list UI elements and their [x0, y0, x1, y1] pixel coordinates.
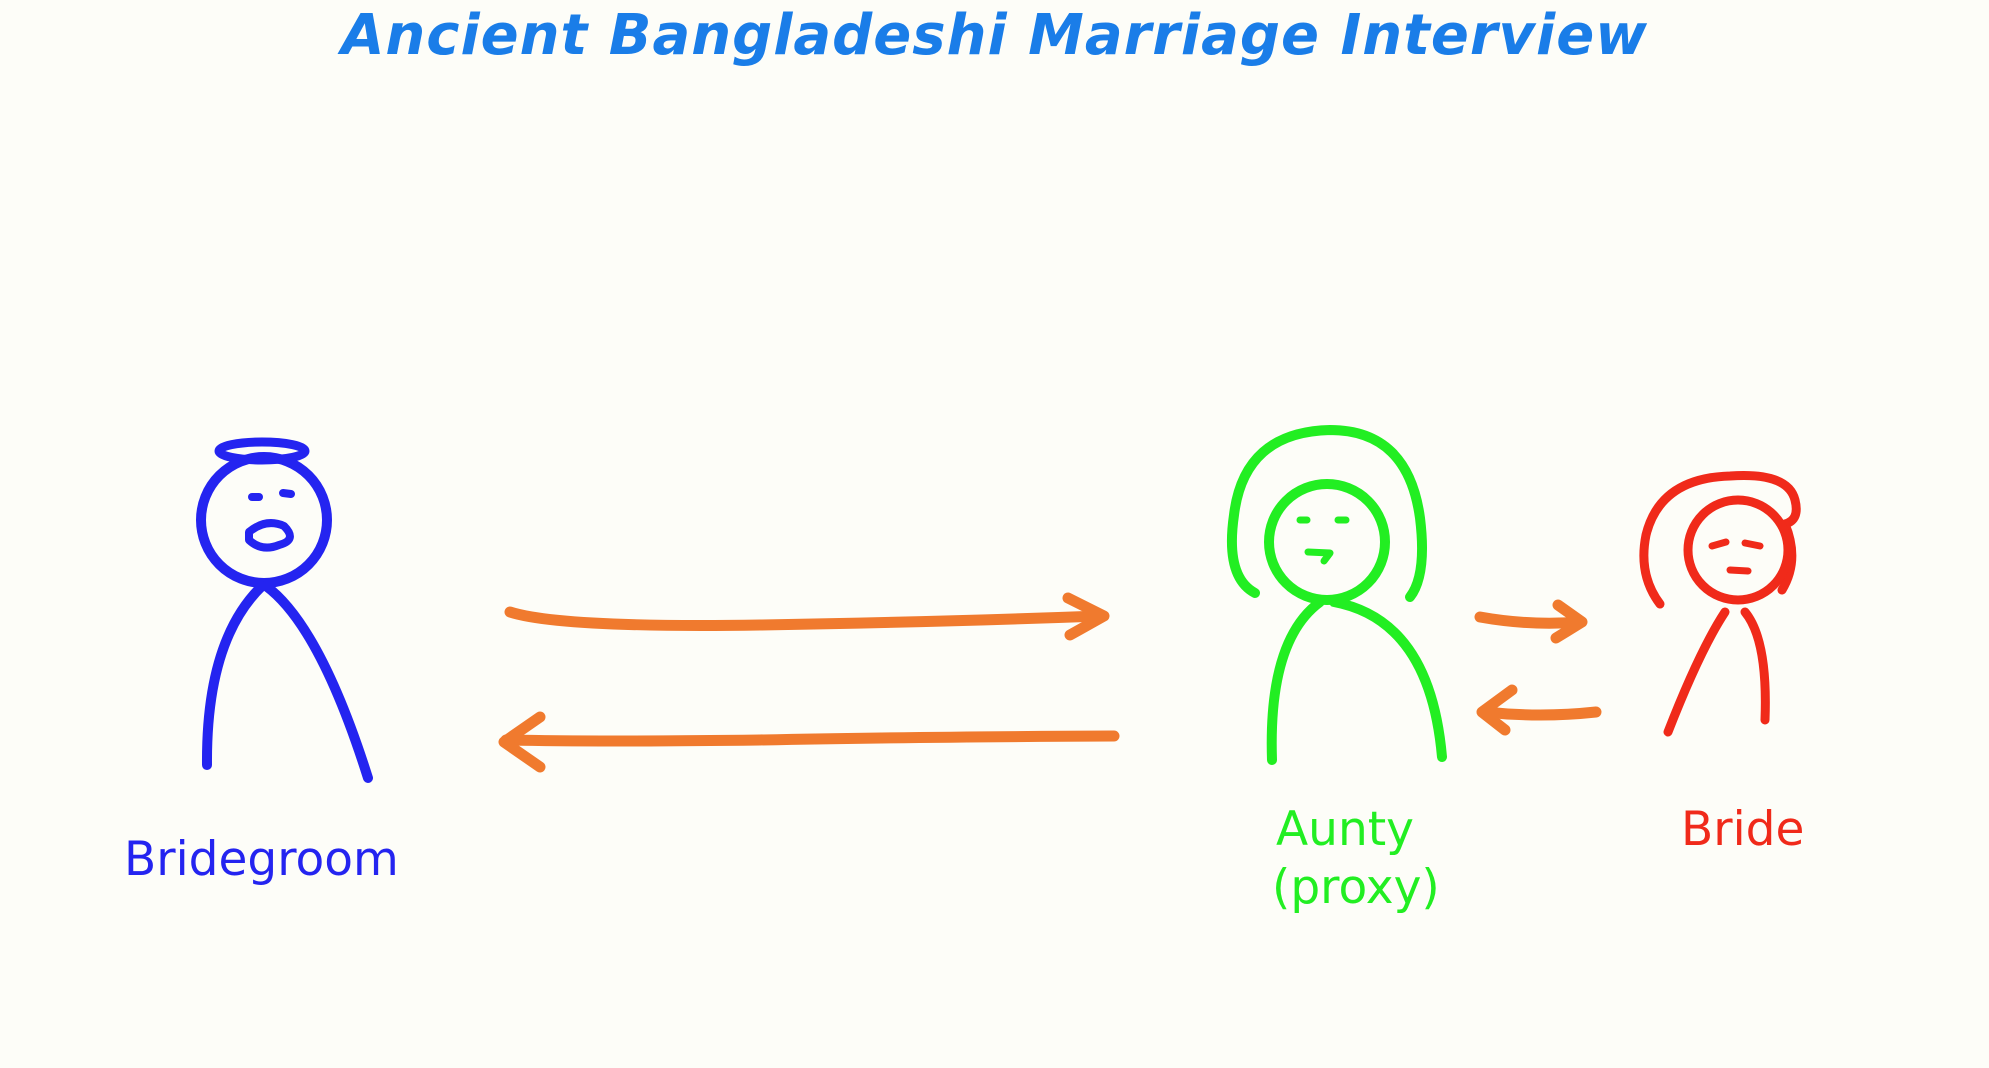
- aunty-mouth: [1304, 548, 1334, 565]
- diagram-title: Ancient Bangladeshi Marriage Interview: [341, 3, 1648, 68]
- bride-figure: [1639, 471, 1801, 737]
- bridegroom-body-right: [261, 581, 373, 783]
- bridegroom-eye: [279, 489, 295, 498]
- bride-body-left: [1663, 607, 1730, 737]
- bride-label: Bride: [1681, 802, 1805, 857]
- aunty-figure: [1226, 425, 1447, 765]
- bride-eye: [1741, 539, 1764, 550]
- aunty-proxy-label: (proxy): [1272, 860, 1440, 915]
- aunty-label: Aunty: [1276, 802, 1414, 857]
- arrow-bride-to-aunty: [1476, 684, 1602, 736]
- arrow-aunty-to-bridegroom: [498, 711, 1120, 773]
- aunty-body-left: [1266, 597, 1325, 765]
- bridegroom-label: Bridegroom: [124, 832, 399, 887]
- bride-mouth: [1726, 566, 1752, 575]
- bridegroom-figure: [196, 437, 373, 783]
- bridegroom-body-left: [201, 581, 267, 770]
- arrow-aunty-to-bride: [1474, 599, 1588, 644]
- hood-icon: [1226, 425, 1428, 602]
- bridegroom-mouth: [245, 519, 294, 552]
- bride-body-right: [1740, 607, 1770, 725]
- arrow-bridegroom-to-aunty: [504, 592, 1110, 641]
- aunty-body-right: [1329, 597, 1447, 762]
- bride-head: [1683, 495, 1793, 605]
- bride-eye: [1708, 538, 1730, 550]
- aunty-head: [1264, 479, 1390, 605]
